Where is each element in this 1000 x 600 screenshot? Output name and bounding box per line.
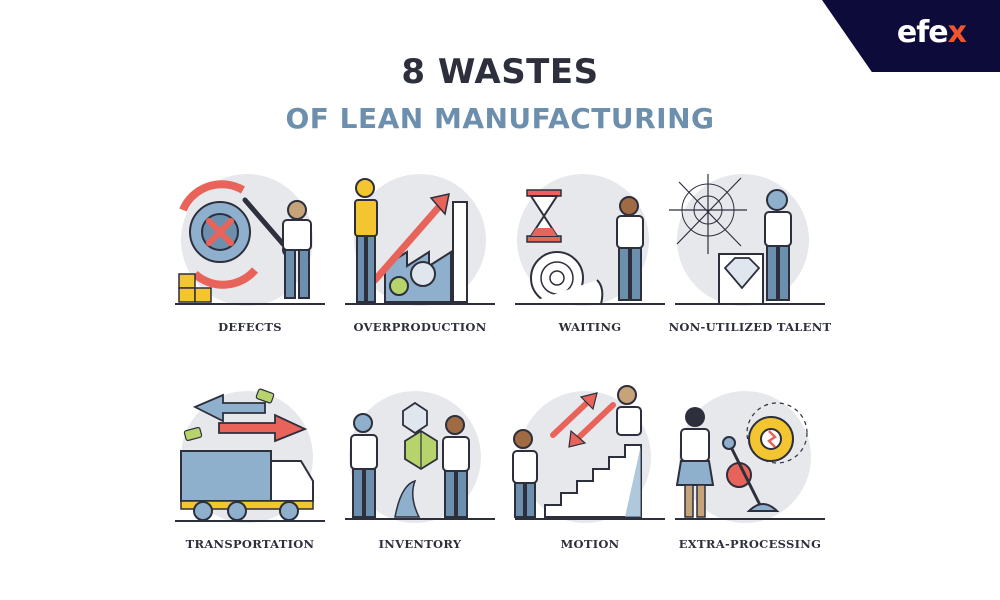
page-subtitle: OF LEAN MANUFACTURING	[285, 102, 715, 135]
waste-label-waiting: WAITING	[558, 320, 622, 334]
factory-rising-arrow-icon	[345, 174, 495, 306]
waste-label-defects: DEFECTS	[218, 320, 282, 334]
broken-gear-wrench-icon	[175, 174, 325, 306]
waste-label-transportation: TRANSPORTATION	[185, 537, 315, 551]
waste-card-waiting	[505, 170, 675, 340]
waste-card-transportation	[165, 385, 335, 555]
page-title: 8 WASTES	[401, 52, 599, 92]
truck-arrows-icon	[175, 388, 325, 523]
waste-label-extra-processing: EXTRA-PROCESSING	[678, 537, 822, 551]
boxes-icon	[345, 391, 495, 523]
waste-label-non-utilized-talent: NON-UTILIZED TALENT	[668, 320, 832, 334]
waste-card-overproduction	[335, 170, 505, 340]
hourglass-snail-icon	[515, 174, 665, 306]
spiderweb-diamond-icon	[669, 174, 825, 306]
waste-card-non-utilized-talent	[665, 170, 835, 340]
waste-label-motion: MOTION	[560, 537, 620, 551]
efex-logo[interactable]: efex	[896, 15, 967, 50]
gear-lever-icon	[675, 391, 825, 523]
waste-label-inventory: INVENTORY	[378, 537, 462, 551]
waste-card-inventory	[335, 385, 505, 555]
waste-card-motion	[505, 385, 675, 555]
waste-label-overproduction: OVERPRODUCTION	[353, 320, 487, 334]
logo-text: efe	[896, 15, 949, 50]
waste-card-extra-processing	[665, 385, 835, 555]
logo-x: x	[947, 15, 967, 50]
stairs-arrows-icon	[512, 385, 665, 523]
waste-card-defects	[165, 170, 335, 340]
